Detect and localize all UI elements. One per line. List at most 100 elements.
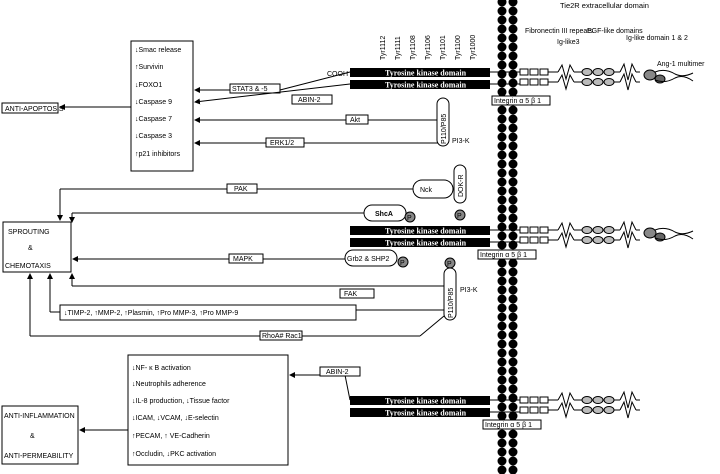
svg-text:PI3-K: PI3-K <box>460 287 478 294</box>
sprouting-box <box>2 221 72 273</box>
anti-inflammation-label: ANTI-INFLAMMATION <box>4 413 75 420</box>
membrane-bead <box>497 105 507 115</box>
membrane-bead <box>508 168 518 178</box>
integrin-box <box>491 95 551 106</box>
inflammation-outcomes-box <box>127 354 289 466</box>
svg-text:↓Smac release: ↓Smac release <box>135 47 181 54</box>
membrane-bead <box>508 33 518 43</box>
membrane-bead <box>497 348 507 358</box>
membrane-bead <box>497 114 507 124</box>
membrane-bead <box>497 321 507 331</box>
membrane-bead <box>508 213 518 223</box>
rhoa-label: RhoA# Rac1 <box>262 333 302 340</box>
membrane-bead <box>497 402 507 412</box>
membrane-bead <box>497 465 507 474</box>
svg-text:P110/P85: P110/P85 <box>448 288 455 318</box>
pak-label: PAK <box>234 186 248 193</box>
svg-text:↓ICAM, ↓VCAM, ↓E-selectin: ↓ICAM, ↓VCAM, ↓E-selectin <box>132 415 219 422</box>
membrane-bead <box>497 375 507 385</box>
membrane-bead <box>508 42 518 52</box>
membrane-bead <box>497 42 507 52</box>
membrane-bead <box>497 330 507 340</box>
membrane-bead <box>508 141 518 151</box>
cell-membrane <box>497 0 518 474</box>
abin-label: ABIN-2 <box>298 97 321 104</box>
membrane-bead <box>497 303 507 313</box>
membrane-bead <box>497 267 507 277</box>
ang1-label: Ang-1 multimer <box>657 61 705 68</box>
membrane-bead <box>508 447 518 457</box>
membrane-bead <box>497 294 507 304</box>
membrane-bead <box>508 186 518 196</box>
membrane-bead <box>497 150 507 160</box>
membrane-bead <box>508 24 518 34</box>
membrane-bead <box>497 87 507 97</box>
mmp-label: ↓TIMP-2, ↑MMP-2, ↑Plasmin, ↑Pro MMP-3, ↑… <box>64 310 238 317</box>
membrane-bead <box>508 321 518 331</box>
membrane-bead <box>508 402 518 412</box>
svg-text:Tyrosine kinase domain: Tyrosine kinase domain <box>385 239 467 248</box>
membrane-bead <box>497 123 507 133</box>
membrane-bead <box>497 384 507 394</box>
tie2-extracellular-title: Tie2R extracellular domain <box>560 1 649 10</box>
tyr-label: Tyr1106 <box>425 35 432 60</box>
membrane-bead <box>508 204 518 214</box>
membrane-bead <box>497 231 507 241</box>
membrane-bead <box>497 276 507 286</box>
nck-label: Nck <box>420 187 433 194</box>
membrane-bead <box>497 168 507 178</box>
membrane-bead <box>508 357 518 367</box>
membrane-bead <box>497 159 507 169</box>
membrane-bead <box>497 6 507 16</box>
membrane-bead <box>497 222 507 232</box>
membrane-bead <box>497 438 507 448</box>
shca-label: ShcA <box>375 211 393 218</box>
svg-text:Tyrosine kinase domain: Tyrosine kinase domain <box>385 227 467 236</box>
membrane-bead <box>497 15 507 25</box>
p110-label: P110/P85 <box>441 114 448 144</box>
akt-label: Akt <box>350 117 360 124</box>
membrane-bead <box>508 6 518 16</box>
membrane-bead <box>508 384 518 394</box>
svg-text:P: P <box>407 215 412 222</box>
membrane-bead <box>508 60 518 70</box>
membrane-bead <box>497 141 507 151</box>
svg-text:↓NF- κ B activation: ↓NF- κ B activation <box>132 365 191 372</box>
fak-label: FAK <box>344 291 358 298</box>
membrane-bead <box>508 177 518 187</box>
svg-text:Integrin α 5 β 1: Integrin α 5 β 1 <box>480 252 527 259</box>
membrane-bead <box>497 240 507 250</box>
ig-like12-label: Ig-like domain 1 & 2 <box>626 35 688 42</box>
tyr-label: Tyr1100 <box>455 35 462 60</box>
membrane-bead <box>497 285 507 295</box>
membrane-bead <box>508 51 518 61</box>
p110-oval <box>436 97 450 147</box>
svg-text:↑PECAM, ↑ VE-Cadherin: ↑PECAM, ↑ VE-Cadherin <box>132 433 210 440</box>
membrane-bead <box>508 465 518 474</box>
membrane-bead <box>508 0 518 7</box>
membrane-bead <box>497 78 507 88</box>
ig-like3-label: Ig-like3 <box>557 39 580 46</box>
membrane-bead <box>497 69 507 79</box>
apoptosis-outcomes-list: ↓Smac release ↑Survivin ↓FOXO1 ↓Caspase … <box>135 47 181 158</box>
membrane-bead <box>508 150 518 160</box>
sprouting-label: SPROUTING <box>8 229 50 236</box>
membrane-bead <box>508 375 518 385</box>
svg-text:Tyrosine kinase domain: Tyrosine kinase domain <box>385 409 467 418</box>
top-receptor: Tyr1112 Tyr1111 Tyr1108 Tyr1106 Tyr1101 … <box>327 1 705 106</box>
membrane-bead <box>508 285 518 295</box>
membrane-bead <box>508 267 518 277</box>
svg-text:&: & <box>30 433 35 440</box>
membrane-bead <box>508 69 518 79</box>
svg-text:↓Neutrophils adherence: ↓Neutrophils adherence <box>132 381 206 388</box>
membrane-bead <box>497 393 507 403</box>
membrane-bead <box>508 276 518 286</box>
membrane-bead <box>508 159 518 169</box>
membrane-bead <box>508 366 518 376</box>
membrane-bead <box>508 231 518 241</box>
membrane-bead <box>497 339 507 349</box>
membrane-bead <box>508 15 518 25</box>
tyr-label: Tyr1108 <box>410 35 417 60</box>
fibronectin-label: Fibronectin III repeats <box>525 28 593 35</box>
membrane-bead <box>508 132 518 142</box>
